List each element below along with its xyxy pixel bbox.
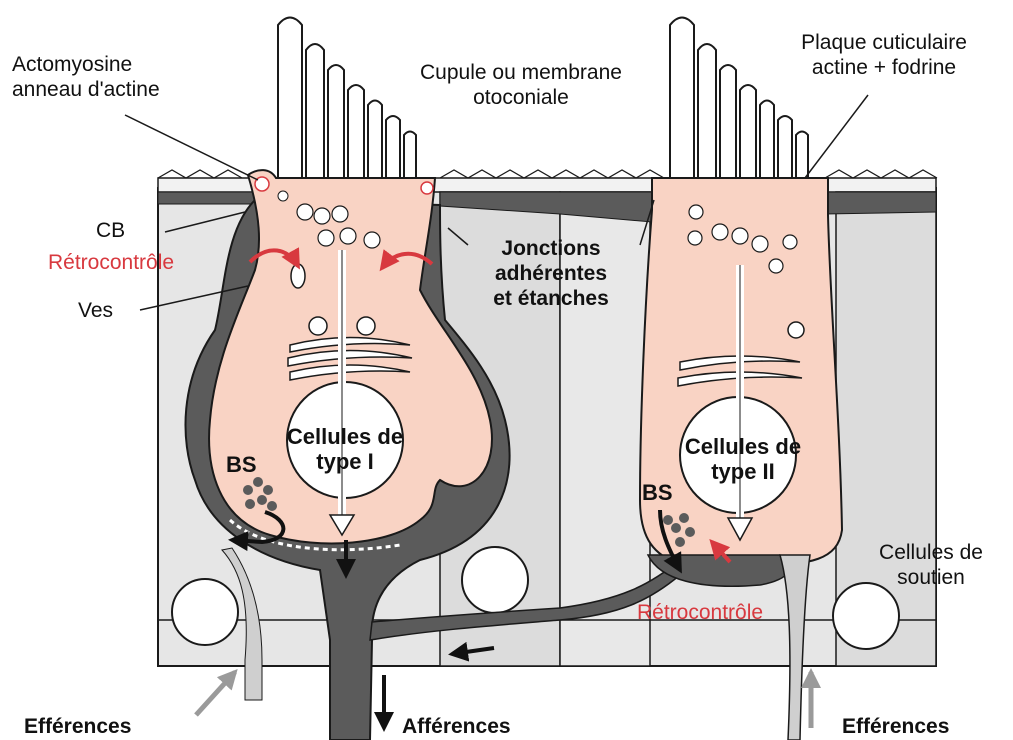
plaque-label: Plaque cuticulaire actine + fodrine: [764, 30, 1004, 80]
plaque-line-2: actine + fodrine: [764, 55, 1004, 80]
cupule-line-1: Cupule ou membrane: [376, 60, 666, 85]
cupule-label: Cupule ou membrane otoconiale: [376, 60, 666, 110]
jonctions-line-2: adhérentes: [462, 261, 640, 286]
type-two-hair-cell: [640, 178, 842, 586]
type-one-line-2: type I: [270, 449, 420, 474]
type-two-line-2: type II: [668, 459, 818, 484]
type-two-label: Cellules de type II: [668, 434, 818, 484]
type-two-line-1: Cellules de: [668, 434, 818, 459]
plaque-line-1: Plaque cuticulaire: [764, 30, 1004, 55]
type-one-label: Cellules de type I: [270, 424, 420, 474]
jonctions-line-1: Jonctions: [462, 236, 640, 261]
efferences-left-label: Efférences: [24, 714, 131, 739]
soutien-label: Cellules de soutien: [854, 540, 1008, 590]
afferences-label: Afférences: [402, 714, 511, 739]
soutien-line-1: Cellules de: [854, 540, 1008, 565]
soutien-line-2: soutien: [854, 565, 1008, 590]
actomyosine-line-2: anneau d'actine: [12, 77, 160, 102]
bs-right-label: BS: [642, 480, 673, 505]
cupule-line-2: otoconiale: [376, 85, 666, 110]
actomyosine-label: Actomyosine anneau d'actine: [12, 52, 160, 102]
retrocontrole-left-label: Rétrocontrôle: [48, 250, 174, 275]
actomyosine-line-1: Actomyosine: [12, 52, 160, 77]
ves-label: Ves: [78, 298, 113, 323]
type-one-line-1: Cellules de: [270, 424, 420, 449]
retrocontrole-right-label: Rétrocontrôle: [637, 600, 763, 625]
cb-label: CB: [96, 218, 125, 243]
efferences-right-label: Efférences: [842, 714, 949, 739]
bs-left-label: BS: [226, 452, 257, 477]
jonctions-label: Jonctions adhérentes et étanches: [462, 236, 640, 311]
jonctions-line-3: et étanches: [462, 286, 640, 311]
